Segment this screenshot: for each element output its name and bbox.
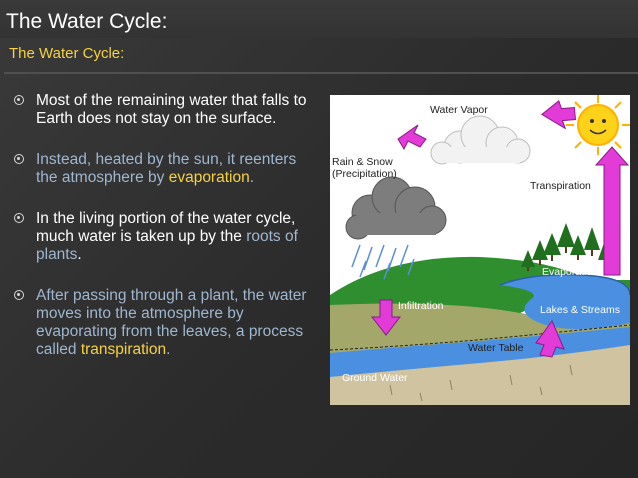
- bullet-item: Most of the remaining water that falls t…: [12, 92, 312, 128]
- bullet-text: After passing through a plant, the water…: [36, 287, 307, 358]
- bullet-item: In the living portion of the water cycle…: [12, 210, 312, 264]
- bullet-text-1: Most of the remaining water that falls t…: [36, 92, 307, 127]
- slide-subtitle: The Water Cycle:: [9, 45, 125, 62]
- highlight-transpiration: transpiration: [80, 341, 167, 358]
- water-cycle-diagram: Water Vapor Rain & Snow (Precipitation) …: [330, 95, 630, 405]
- slide-title: The Water Cycle:: [6, 10, 168, 33]
- bullet-icon: [14, 154, 24, 164]
- bullet-text: Instead, heated by the sun, it reenters …: [36, 151, 297, 186]
- soil-layer: [330, 298, 630, 353]
- bullet-text-4: After passing through a plant, the water…: [36, 287, 307, 358]
- highlight-roots: roots of plants: [36, 228, 298, 263]
- bullet-text-end: .: [249, 169, 255, 186]
- bullet-text-end: .: [166, 341, 171, 358]
- label-lakes-streams: Lakes & Streams: [540, 304, 620, 316]
- label-transpiration: Transpiration: [530, 180, 591, 192]
- bullet-text: In the living portion of the water cycle…: [36, 210, 296, 245]
- label-infiltration: Infiltration: [398, 300, 444, 312]
- bullet-text-end: .: [77, 246, 82, 263]
- title-bar: The Water Cycle:: [0, 0, 638, 38]
- bullet-item: After passing through a plant, the water…: [12, 287, 312, 359]
- bullet-list: Most of the remaining water that falls t…: [12, 92, 312, 382]
- bullet-icon: [14, 95, 24, 105]
- label-evaporation: Evaporation: [542, 266, 598, 278]
- label-rain-snow: Rain & Snow: [332, 156, 393, 168]
- arrow-icon: [370, 100, 630, 358]
- bullet-text-2: Instead, heated by the sun, it reenters …: [36, 151, 296, 186]
- water-table-line: [330, 324, 630, 351]
- label-water-table: Water Table: [468, 342, 524, 354]
- label-water-vapor: Water Vapor: [430, 104, 488, 116]
- lake-shape: [500, 274, 630, 329]
- sun-icon: [566, 95, 630, 155]
- label-precipitation: (Precipitation): [332, 168, 397, 180]
- bullet-icon: [14, 290, 24, 300]
- bullet-text: Most of the remaining water that falls t…: [36, 92, 307, 127]
- label-ground-water: Ground Water: [342, 372, 408, 384]
- highlight-evaporation: evaporation: [168, 169, 250, 186]
- divider: [4, 72, 638, 74]
- rain-lines: [351, 244, 415, 280]
- bullet-text-3: In the living portion of the water cycle…: [36, 210, 298, 263]
- bullet-item: Instead, heated by the sun, it reenters …: [12, 151, 312, 187]
- bullet-icon: [14, 213, 24, 223]
- cloud-icon: [430, 115, 531, 165]
- storm-cloud-icon: [345, 176, 447, 240]
